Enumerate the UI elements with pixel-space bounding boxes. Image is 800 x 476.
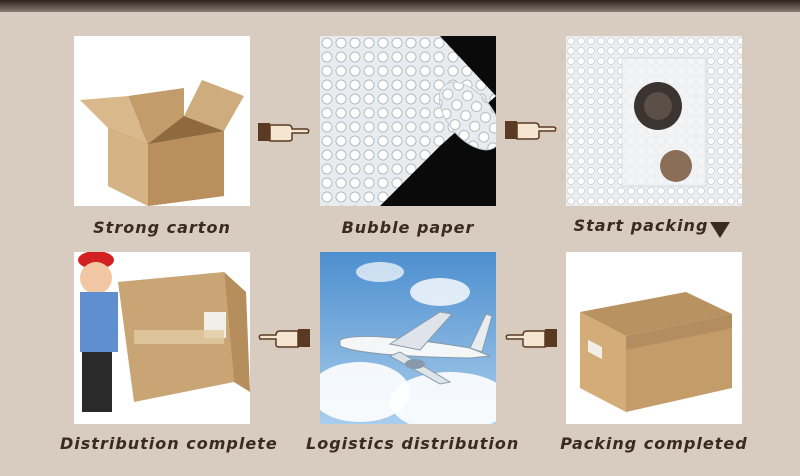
arrow-down-icon bbox=[710, 222, 730, 238]
caption-bubble-paper: Bubble paper bbox=[341, 218, 475, 237]
image-start-packing bbox=[566, 36, 742, 206]
delivery-man-illustration bbox=[78, 252, 250, 412]
top-shadow-bar bbox=[0, 0, 800, 12]
pointing-hand-right-icon bbox=[258, 123, 310, 142]
pointing-hand-left-icon bbox=[258, 329, 310, 348]
image-distribution-complete bbox=[74, 252, 250, 424]
caption-start-packing: Start packing bbox=[573, 216, 709, 235]
caption-logistics-distribution: Logistics distribution bbox=[306, 434, 520, 453]
image-bubble-paper bbox=[320, 36, 496, 206]
caption-strong-carton: Strong carton bbox=[93, 218, 231, 237]
image-strong-carton bbox=[74, 36, 250, 206]
image-logistics-distribution bbox=[320, 252, 496, 424]
open-box-illustration bbox=[80, 80, 244, 206]
pointing-hand-right-icon bbox=[505, 121, 557, 140]
packed-item-illustration bbox=[566, 36, 742, 206]
caption-packing-completed: Packing completed bbox=[560, 434, 748, 453]
closed-box-illustration bbox=[580, 292, 732, 412]
caption-distribution-complete: Distribution complete bbox=[60, 434, 278, 453]
image-packing-completed bbox=[566, 252, 742, 424]
bubble-wrap-illustration bbox=[320, 36, 496, 206]
airplane-illustration bbox=[320, 262, 496, 424]
pointing-hand-left-icon bbox=[505, 329, 557, 348]
